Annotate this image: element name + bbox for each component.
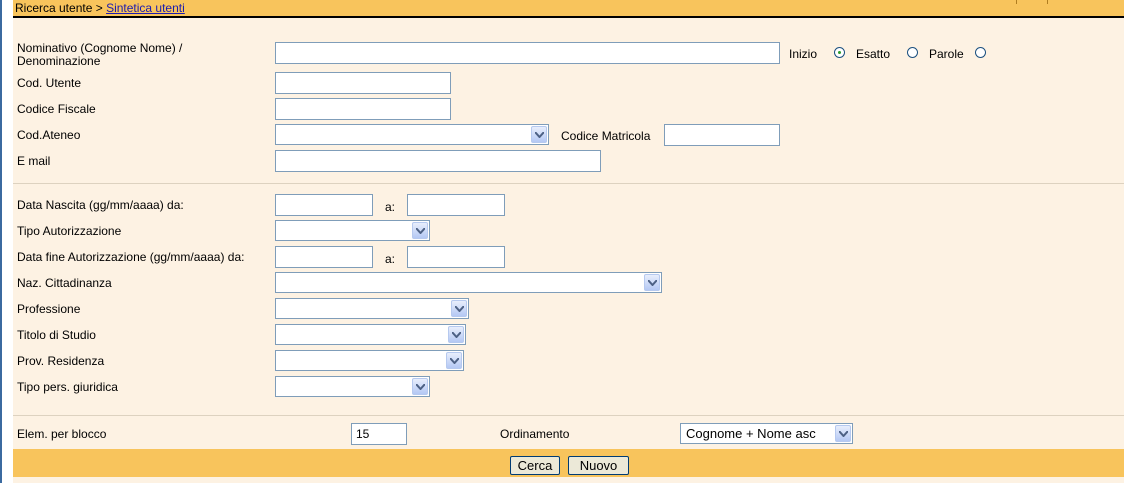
ordinamento-label: Ordinamento [500,427,570,441]
inizio-radio[interactable] [834,47,845,58]
codice-matricola-label: Codice Matricola [561,129,651,143]
inizio-label: Inizio [789,47,818,61]
divider-tick [1016,0,1017,4]
data-nascita-label: Data Nascita (gg/mm/aaaa) da: [17,198,184,212]
codice-fiscale-input[interactable] [275,98,451,120]
prov-residenza-label: Prov. Residenza [17,354,105,368]
breadcrumb-root: Ricerca utente > [15,1,107,15]
email-input[interactable] [275,150,601,172]
prov-residenza-select[interactable] [275,350,464,371]
codice-matricola-input[interactable] [664,124,780,146]
elem-blocco-input[interactable] [351,423,407,445]
chevron-down-icon[interactable] [451,300,467,317]
codice-fiscale-label: Codice Fiscale [17,102,96,116]
naz-cittadinanza-select[interactable] [275,272,662,293]
cod-ateneo-select[interactable] [275,124,549,145]
parole-radio[interactable] [975,47,986,58]
esatto-label: Esatto [856,47,891,61]
tipo-pers-select[interactable] [275,376,430,397]
nominativo-input[interactable] [275,42,780,64]
chevron-down-icon[interactable] [644,274,660,291]
cod-utente-label: Cod. Utente [17,76,82,90]
chevron-down-icon[interactable] [531,126,547,143]
tipo-autorizzazione-select[interactable] [275,220,430,241]
professione-label: Professione [17,302,81,316]
divider-tick [1047,0,1048,4]
data-nascita-da-input[interactable] [275,194,373,216]
breadcrumb-current-link[interactable]: Sintetica utenti [106,1,185,15]
data-fine-a-input[interactable] [407,246,505,268]
tipo-autorizzazione-label: Tipo Autorizzazione [17,224,122,238]
breadcrumb-bar: Ricerca utente > Sintetica utenti [13,0,1124,18]
data-nascita-a-input[interactable] [407,194,505,216]
titolo-studio-select[interactable] [275,324,466,345]
titolo-studio-label: Titolo di Studio [17,328,96,342]
nuovo-button[interactable]: Nuovo [568,456,629,475]
tipo-pers-label: Tipo pers. giuridica [17,380,118,394]
cod-utente-input[interactable] [275,72,451,94]
chevron-down-icon[interactable] [835,425,851,442]
professione-select[interactable] [275,298,469,319]
nominativo-label-line2: Denominazione [17,54,101,68]
elem-blocco-label: Elem. per blocco [17,427,107,441]
data-fine-label: Data fine Autorizzazione (gg/mm/aaaa) da… [17,250,245,264]
section-divider [13,183,1124,184]
cerca-button[interactable]: Cerca [510,456,560,475]
naz-cittadinanza-label: Naz. Cittadinanza [17,276,112,290]
breadcrumb: Ricerca utente > Sintetica utenti [15,1,185,15]
chevron-down-icon[interactable] [412,222,428,239]
ordinamento-select[interactable]: Cognome + Nome asc [680,423,853,444]
chevron-down-icon[interactable] [446,352,462,369]
ordinamento-value: Cognome + Nome asc [686,426,816,441]
esatto-radio[interactable] [907,47,918,58]
section-divider [13,415,1124,416]
data-fine-a-label: a: [385,252,396,266]
email-label: E mail [17,154,51,168]
window-left-border [0,0,2,483]
nominativo-label-line1: Nominativo (Cognome Nome) / [17,41,183,55]
chevron-down-icon[interactable] [448,326,464,343]
search-page: Ricerca utente > Sintetica utenti Nomina… [13,0,1124,483]
chevron-down-icon[interactable] [412,378,428,395]
cod-ateneo-label: Cod.Ateneo [17,128,81,142]
data-fine-da-input[interactable] [275,246,373,268]
parole-label: Parole [929,47,964,61]
radio-selected-dot [838,51,841,54]
data-nascita-a-label: a: [385,200,396,214]
